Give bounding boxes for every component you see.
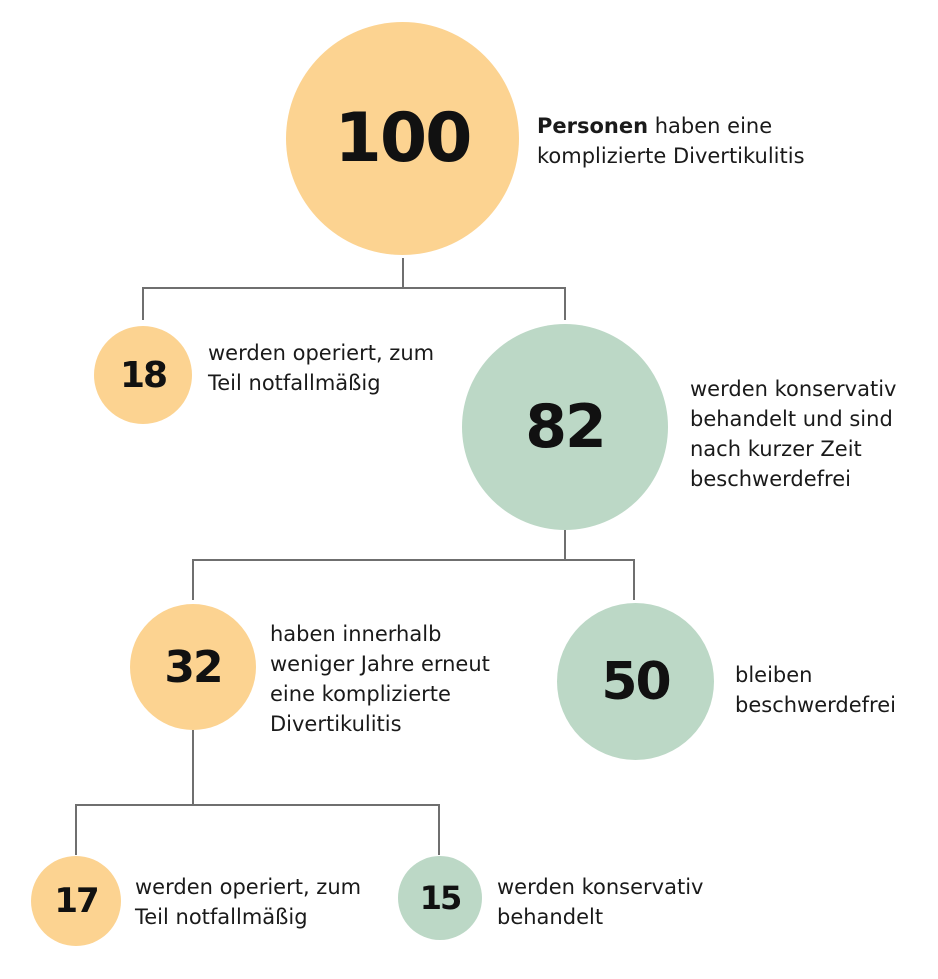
label-100: Personen haben eine komplizierte Diverti…: [537, 111, 805, 171]
label-15-line-2: behandelt: [497, 905, 604, 929]
label-100-line-1: Personen haben eine: [537, 111, 805, 141]
label-32: haben innerhalb weniger Jahre erneut ein…: [270, 619, 490, 739]
label-32-line-1: haben innerhalb: [270, 622, 442, 646]
label-18-line-2: Teil notfallmäßig: [208, 371, 381, 395]
label-15-line-1: werden konservativ: [497, 875, 704, 899]
label-15: werden konservativ behandelt: [497, 872, 703, 932]
node-100-value: 100: [334, 99, 473, 178]
label-18: werden operiert, zum Teil notfallmäßig: [208, 338, 434, 398]
node-32: 32: [130, 604, 256, 730]
label-100-line-2: komplizierte Divertikulitis: [537, 144, 805, 168]
label-17-line-2: Teil notfallmäßig: [135, 905, 308, 929]
node-82: 82: [462, 324, 668, 530]
label-100-rest: haben eine: [648, 114, 773, 138]
label-50: bleiben beschwerdefrei: [735, 660, 896, 720]
node-17: 17: [31, 856, 121, 946]
node-50-value: 50: [601, 651, 671, 712]
node-18: 18: [94, 326, 192, 424]
connector-32: [75, 730, 440, 855]
label-82-line-2: behandelt und sind: [690, 407, 893, 431]
connector-root: [142, 258, 566, 320]
label-17-line-1: werden operiert, zum: [135, 875, 362, 899]
label-17: werden operiert, zum Teil notfallmäßig: [135, 872, 361, 932]
label-82: werden konservativ behandelt und sind na…: [690, 374, 896, 494]
node-82-value: 82: [525, 392, 606, 462]
node-100: 100: [286, 22, 519, 255]
node-18-value: 18: [119, 354, 168, 396]
label-18-line-1: werden operiert, zum: [208, 341, 435, 365]
label-32-line-4: Divertikulitis: [270, 712, 402, 736]
label-82-line-4: beschwerdefrei: [690, 467, 851, 491]
label-50-line-1: bleiben: [735, 663, 813, 687]
node-15: 15: [398, 856, 482, 940]
label-82-line-1: werden konservativ: [690, 377, 897, 401]
connector-82: [192, 530, 635, 600]
node-17-value: 17: [54, 881, 99, 921]
node-50: 50: [557, 603, 714, 760]
label-50-line-2: beschwerdefrei: [735, 693, 896, 717]
label-82-line-3: nach kurzer Zeit: [690, 437, 862, 461]
label-100-bold: Personen: [537, 114, 649, 138]
label-32-line-2: weniger Jahre erneut: [270, 652, 490, 676]
label-32-line-3: eine komplizierte: [270, 682, 451, 706]
node-15-value: 15: [419, 879, 463, 917]
node-32-value: 32: [164, 641, 223, 693]
